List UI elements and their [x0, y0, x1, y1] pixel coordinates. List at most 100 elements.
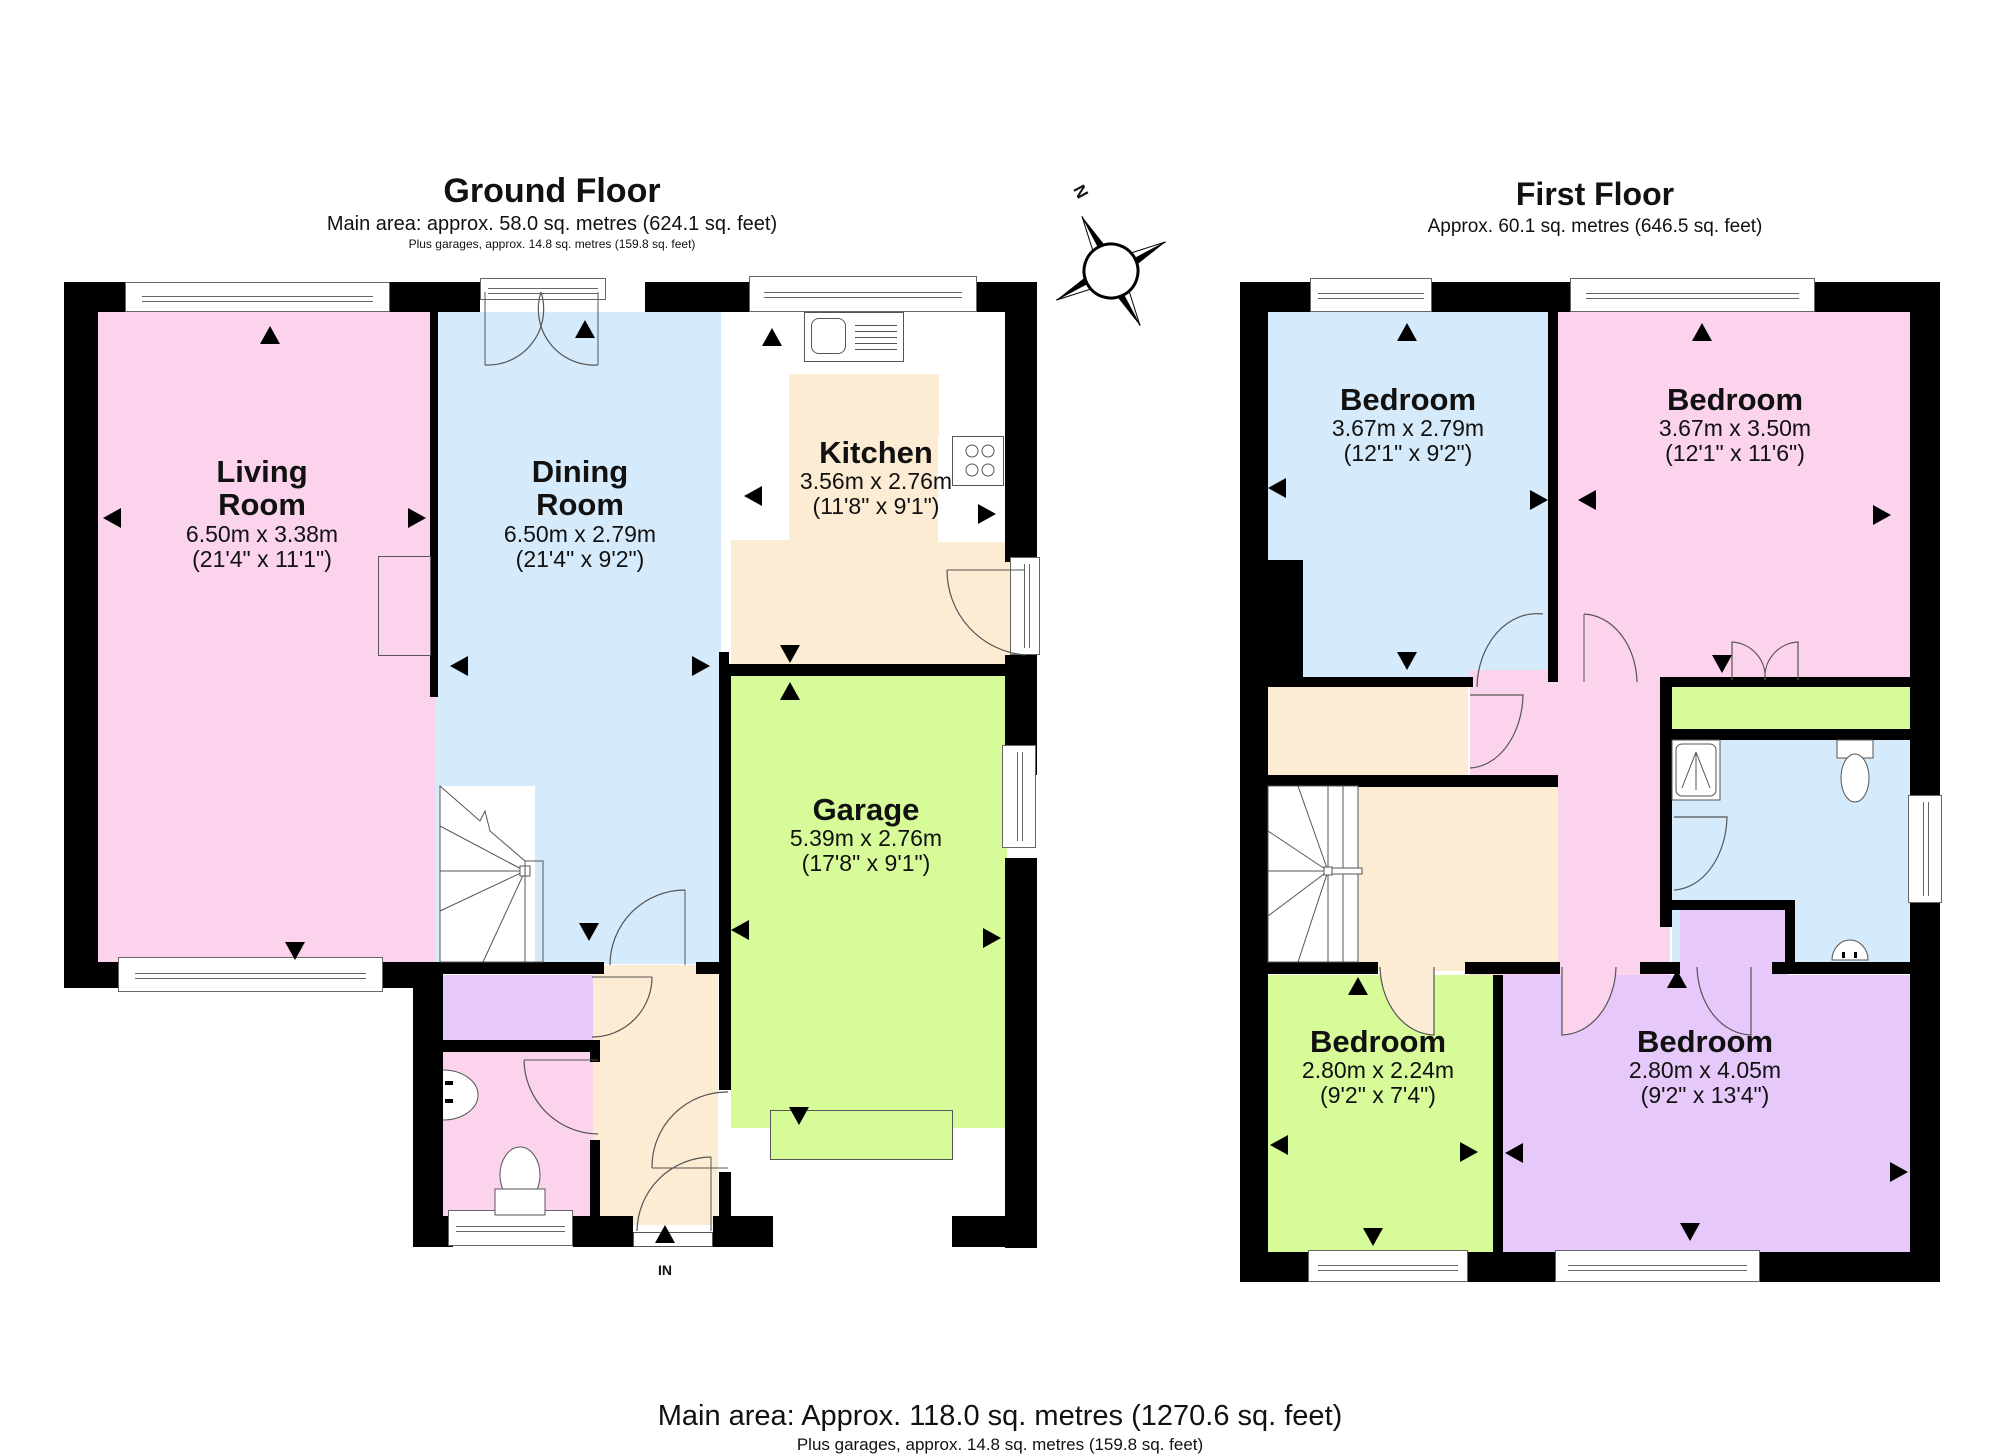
- shower-tray-icon: [1671, 739, 1721, 801]
- hob: [952, 436, 1004, 486]
- window: [1310, 278, 1432, 312]
- wall: [64, 282, 126, 312]
- arrow-up-icon: [260, 326, 280, 344]
- wall: [1672, 729, 1910, 740]
- window: [118, 957, 383, 992]
- arrow-left-icon: [450, 656, 468, 676]
- ground-floor-title: Ground Floor: [443, 172, 661, 210]
- bedroom-4-label: Bedroom 2.80m x 4.05m (9'2" x 13'4"): [1628, 1024, 1782, 1109]
- wardrobe-doors: [1731, 641, 1799, 681]
- arrow-right-icon: [692, 656, 710, 676]
- garage-label: Garage 5.39m x 2.76m (17'8" x 9'1"): [789, 792, 943, 877]
- toilet-icon: [1836, 739, 1874, 803]
- arrow-up-icon: [762, 328, 782, 346]
- cupboard-door: [591, 976, 653, 1038]
- ground-floor-area: Main area: approx. 58.0 sq. metres (624.…: [326, 213, 778, 235]
- ground-floor-plan: Living Room 6.50m x 3.38m (21'4" x 11'1"…: [0, 0, 1050, 1300]
- window: [1308, 1250, 1468, 1282]
- basin-icon: [442, 1069, 479, 1121]
- wall: [590, 1140, 600, 1225]
- first-floor-title: First Floor: [1515, 176, 1675, 212]
- kitchen-island: [789, 374, 939, 544]
- arrow-down-icon: [579, 923, 599, 941]
- arrow-left-icon: [744, 486, 762, 506]
- patio-doors: [484, 291, 599, 366]
- bedroom-1: [1268, 312, 1548, 680]
- wall: [1240, 282, 1310, 312]
- bedroom-2-door: [1583, 613, 1638, 683]
- kitchen: [731, 540, 1011, 664]
- footer-summary: Main area: Approx. 118.0 sq. metres (127…: [658, 1400, 1343, 1455]
- ground-floor-garages-note: Plus garages, approx. 14.8 sq. metres (1…: [408, 237, 696, 251]
- wall: [1005, 282, 1037, 562]
- wall: [64, 962, 119, 988]
- bedroom-4-door: [1561, 966, 1617, 1036]
- wall: [1672, 900, 1792, 910]
- bedroom-2: [1558, 312, 1910, 680]
- arrow-up-icon: [1397, 323, 1417, 341]
- footer-main-area: Main area: Approx. 118.0 sq. metres (127…: [657, 1400, 1343, 1432]
- wall: [430, 312, 438, 697]
- sink-icon: [811, 318, 846, 354]
- wall: [1493, 975, 1503, 1255]
- window: [1570, 278, 1815, 312]
- wall: [1910, 282, 1940, 1282]
- wall: [1660, 677, 1672, 927]
- bedroom-1-door: [1476, 613, 1544, 688]
- wall: [1268, 962, 1378, 974]
- wall: [413, 962, 443, 1247]
- arrow-down-icon: [789, 1107, 809, 1125]
- garage: [731, 676, 1007, 1128]
- entrance-arrow-icon: [655, 1225, 675, 1243]
- arrow-down-icon: [285, 942, 305, 960]
- arrow-right-icon: [978, 504, 996, 524]
- ground-floor-heading: Ground Floor Main area: approx. 58.0 sq.…: [327, 172, 777, 251]
- first-floor-heading: First Floor Approx. 60.1 sq. metres (646…: [1428, 176, 1763, 238]
- wall: [1772, 962, 1910, 974]
- arrow-left-icon: [1505, 1143, 1523, 1163]
- wall: [952, 1216, 1037, 1247]
- wall: [719, 664, 1009, 676]
- arrow-right-icon: [1460, 1142, 1478, 1162]
- bedroom-3-door: [1379, 966, 1435, 1036]
- wall: [1268, 560, 1303, 678]
- window: [1002, 745, 1036, 848]
- wall: [590, 1040, 600, 1062]
- hallway: [593, 965, 718, 1225]
- wall: [719, 652, 729, 676]
- arrow-right-icon: [1873, 505, 1891, 525]
- wc-door: [523, 1059, 599, 1135]
- arrow-down-icon: [780, 645, 800, 663]
- wardrobe: [1672, 687, 1910, 729]
- dining-room-label: Dining Room 6.50m x 2.79m (21'4" x 9'2"): [503, 454, 657, 572]
- wall: [645, 282, 750, 312]
- wall: [1005, 545, 1037, 557]
- arrow-down-icon: [1712, 655, 1732, 673]
- arrow-left-icon: [103, 508, 121, 528]
- airing-cupboard-door: [1469, 694, 1524, 769]
- arrow-up-icon: [575, 320, 595, 338]
- wall: [1005, 858, 1037, 1248]
- wall: [1760, 1252, 1940, 1282]
- staircase: [439, 784, 544, 963]
- entrance-label: IN: [658, 1262, 672, 1278]
- window: [1555, 1250, 1760, 1282]
- wall: [713, 1216, 773, 1247]
- arrow-right-icon: [1890, 1162, 1908, 1182]
- compass-rose-icon: [1056, 216, 1166, 326]
- kitchen-label: Kitchen 3.56m x 2.76m (11'8" x 9'1"): [799, 435, 953, 520]
- arrow-left-icon: [1268, 478, 1286, 498]
- arrow-up-icon: [1348, 977, 1368, 995]
- wall: [443, 1040, 598, 1052]
- window: [1010, 557, 1040, 655]
- bathroom-door: [1673, 816, 1728, 891]
- drainer-icon: [855, 320, 897, 354]
- window: [749, 276, 977, 312]
- dining-hall-door: [609, 889, 686, 966]
- wall: [382, 962, 418, 988]
- kitchen-back-door: [946, 569, 1026, 656]
- toilet-icon: [494, 1146, 546, 1216]
- compass: N: [1040, 170, 1220, 330]
- wall: [1240, 282, 1268, 1282]
- basin-icon: [1831, 939, 1869, 961]
